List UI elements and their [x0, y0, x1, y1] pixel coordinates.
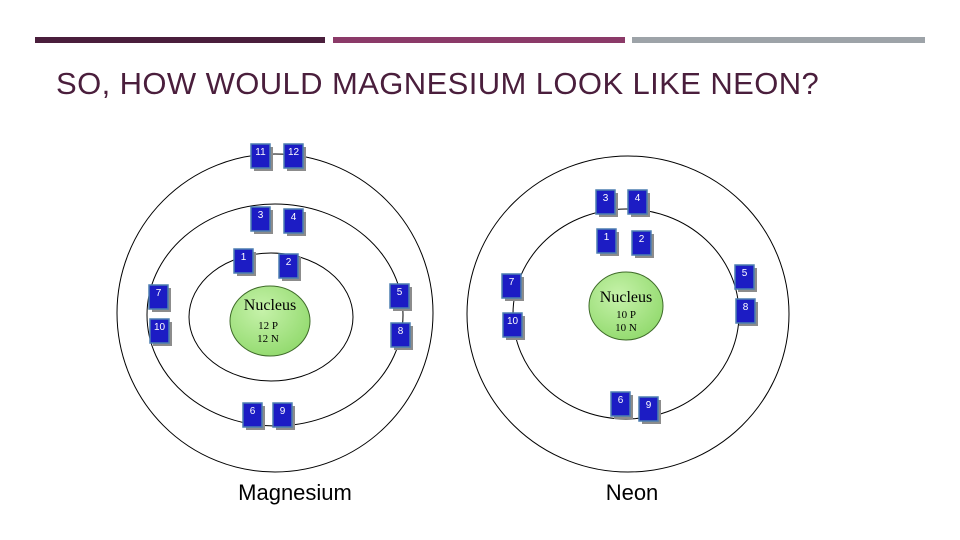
- electron-box: [627, 189, 648, 215]
- electron-box: [735, 298, 756, 324]
- electron-box: [278, 253, 299, 279]
- electron-box: [283, 143, 304, 169]
- neon-protons-label: 10 P: [616, 309, 636, 321]
- title-accent-bar-3: [632, 37, 925, 43]
- electron-box: [595, 189, 616, 215]
- electron-number: 7: [156, 288, 162, 299]
- electron-box: [242, 402, 263, 428]
- title-accent-bar-2: [333, 37, 625, 43]
- electron-box: [638, 396, 659, 422]
- electron-box: [148, 284, 169, 310]
- neon-nucleus-label: Nucleus: [600, 289, 652, 306]
- electron-box: [250, 206, 271, 232]
- electron-number: 6: [250, 406, 256, 417]
- electron-box: [734, 264, 755, 290]
- electron-number: 2: [286, 257, 292, 268]
- magnesium-electron-3: 3: [250, 206, 273, 234]
- magnesium-electron-11: 11: [250, 143, 273, 171]
- electron-box: [250, 143, 271, 169]
- electron-number: 5: [397, 287, 403, 298]
- magnesium-outer-orbit: [116, 153, 434, 473]
- electron-box: [502, 312, 523, 338]
- neon-electron-9: 9: [638, 396, 661, 424]
- neon-electron-2: 2: [631, 230, 654, 258]
- electron-number: 3: [603, 193, 609, 204]
- electron-number: 5: [742, 268, 748, 279]
- magnesium-electron-7: 7: [148, 284, 171, 312]
- electron-number: 1: [241, 252, 247, 263]
- electron-box: [596, 228, 617, 254]
- electron-number: 8: [398, 326, 404, 337]
- electron-number: 9: [646, 400, 652, 411]
- neon-caption: Neon: [605, 480, 659, 505]
- magnesium-electron-6: 6: [242, 402, 265, 430]
- electron-number: 11: [255, 147, 266, 158]
- electron-number: 10: [507, 316, 519, 327]
- magnesium-inner-orbit: [188, 252, 354, 382]
- electron-number: 12: [288, 147, 300, 158]
- magnesium-electron-1: 1: [233, 248, 256, 276]
- magnesium-electron-4: 4: [283, 208, 306, 236]
- neon-electron-6: 6: [610, 391, 633, 419]
- neon-electron-1: 1: [596, 228, 619, 256]
- magnesium-neutrons-label: 12 N: [257, 333, 279, 345]
- magnesium-nucleus: [229, 285, 311, 357]
- electron-number: 9: [280, 406, 286, 417]
- neon-electron-3: 3: [595, 189, 618, 217]
- neon-electron-8: 8: [735, 298, 758, 326]
- electron-number: 2: [639, 234, 645, 245]
- electron-box: [610, 391, 631, 417]
- magnesium-electron-5: 5: [389, 283, 412, 311]
- electron-box: [272, 402, 293, 428]
- electron-number: 7: [509, 277, 515, 288]
- electron-number: 6: [618, 395, 624, 406]
- electron-number: 1: [604, 232, 610, 243]
- magnesium-protons-label: 12 P: [258, 320, 278, 332]
- neon-outer-orbit: [466, 155, 790, 473]
- neon-electron-4: 4: [627, 189, 650, 217]
- electron-box: [283, 208, 304, 234]
- slide-title: SO, HOW WOULD MAGNESIUM LOOK LIKE NEON?: [56, 66, 820, 101]
- electron-box: [501, 273, 522, 299]
- electron-number: 4: [291, 212, 297, 223]
- electron-box: [390, 322, 411, 348]
- magnesium-nucleus-label: Nucleus: [244, 297, 296, 314]
- title-accent-bar-1: [35, 37, 325, 43]
- electron-box: [149, 318, 170, 344]
- electron-box: [233, 248, 254, 274]
- neon-electron-7: 7: [501, 273, 524, 301]
- neon-atom: Nucleus 10 P 10 N 1 2 3 4 5 6 7 8 9 10: [466, 155, 790, 473]
- magnesium-caption: Magnesium: [238, 480, 352, 505]
- electron-box: [389, 283, 410, 309]
- magnesium-electron-12: 12: [283, 143, 306, 171]
- neon-neutrons-label: 10 N: [615, 322, 637, 334]
- electron-box: [631, 230, 652, 256]
- magnesium-electron-9: 9: [272, 402, 295, 430]
- neon-nucleus: [588, 271, 664, 341]
- electron-number: 3: [258, 210, 264, 221]
- neon-electron-10: 10: [502, 312, 525, 340]
- electron-number: 8: [743, 302, 749, 313]
- neon-electron-5: 5: [734, 264, 757, 292]
- magnesium-electron-10: 10: [149, 318, 172, 346]
- electron-number: 10: [154, 322, 166, 333]
- electron-number: 4: [635, 193, 641, 204]
- magnesium-electron-8: 8: [390, 322, 413, 350]
- magnesium-electron-2: 2: [278, 253, 301, 281]
